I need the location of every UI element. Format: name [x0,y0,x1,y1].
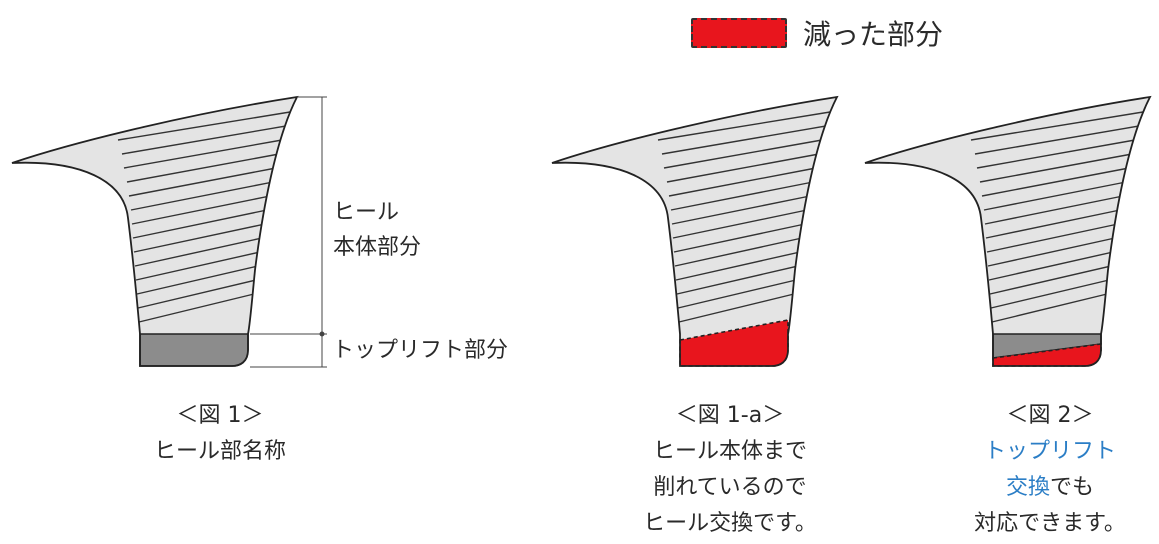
heel-stripe [979,153,1133,183]
heel-body-label-line2: 本体部分 [333,235,422,260]
worn-area [679,319,789,367]
legend-label: 減った部分 [803,18,944,51]
heel-stripe [673,223,806,253]
heel-stripes [970,111,1144,323]
top-lift-label: トップリフト部分 [332,338,509,363]
heel-stripe [974,125,1140,155]
heel-stripe [970,111,1144,141]
heel-stripe [986,223,1119,253]
heel-body [12,97,297,366]
heel-stripe [131,195,271,225]
heel-stripe [672,209,808,239]
caption-suffix: でも [1050,475,1095,500]
heel-stripe [137,279,257,309]
heel-stripe [134,237,263,267]
heel-outline [864,95,1152,367]
heel-stripe [668,167,817,197]
heel-stripe [126,153,280,183]
heel-stripe [676,265,799,295]
heel-stripe [132,209,268,239]
heel-stripe [988,251,1114,281]
heel-stripe [663,139,823,169]
caption-figure-2: ＜図 2＞ トップリフト 交換でも 対応できます。 [950,398,1150,542]
heel-stripe [990,279,1110,309]
heel-figure-2 [864,95,1152,367]
caption-line: 削れているので [653,475,807,500]
caption-figure-1a: ＜図 1-a＞ ヒール本体まで 削れているので ヒール交換です。 [630,398,830,542]
heel-body [865,97,1150,366]
legend: 減った部分 [691,16,944,51]
heel-body [552,97,837,366]
heel-stripe [121,125,287,155]
top-lift [139,333,249,367]
heel-body-label-line1: ヒール [333,200,400,225]
heel-stripe [135,251,261,281]
caption-line: ヒール本体まで [652,439,807,464]
worn-area-swatch [691,18,787,48]
heel-stripe [976,139,1136,169]
heel-stripe [133,223,266,253]
caption-line: ヒール部名称 [153,439,286,464]
heel-stripes [117,111,291,323]
heel-figure-1 [11,95,299,367]
heel-outline [11,95,299,367]
caption-title: ＜図 2＞ [1006,403,1094,428]
heel-stripe [678,293,795,323]
heel-stripe [985,209,1121,239]
heel-stripe [666,153,820,183]
heel-stripe [675,251,801,281]
caption-line: 交換でも [950,470,1150,506]
caption-line: ヒール交換です。 [643,511,817,536]
dimension-lines [250,96,327,368]
heel-stripe [128,167,277,197]
heel-stripe [677,279,797,309]
heel-stripe [670,181,814,211]
heel-stripe [671,195,811,225]
caption-title: ＜図 1-a＞ [675,403,785,428]
heel-figure-1a [551,95,839,367]
heel-stripe [989,265,1112,295]
caption-line: 対応できます。 [974,511,1126,536]
heel-stripe [136,265,259,295]
heel-stripe [983,181,1127,211]
caption-highlight: 交換 [1005,475,1050,500]
caption-figure-1: ＜図 1＞ ヒール部名称 [120,398,320,470]
heel-stripe [661,125,827,155]
heel-stripe [117,111,291,141]
heel-stripe [987,237,1116,267]
heel-stripe [657,111,831,141]
heel-stripe [991,293,1108,323]
heel-stripe [984,195,1124,225]
heel-outline [551,95,839,367]
caption-highlight: トップリフト [983,439,1116,464]
heel-stripe [674,237,803,267]
heel-stripe [123,139,283,169]
caption-title: ＜図 1＞ [176,403,264,428]
heel-stripes [657,111,831,323]
heel-stripe [981,167,1130,197]
heel-stripe [130,181,274,211]
heel-stripe [138,293,255,323]
